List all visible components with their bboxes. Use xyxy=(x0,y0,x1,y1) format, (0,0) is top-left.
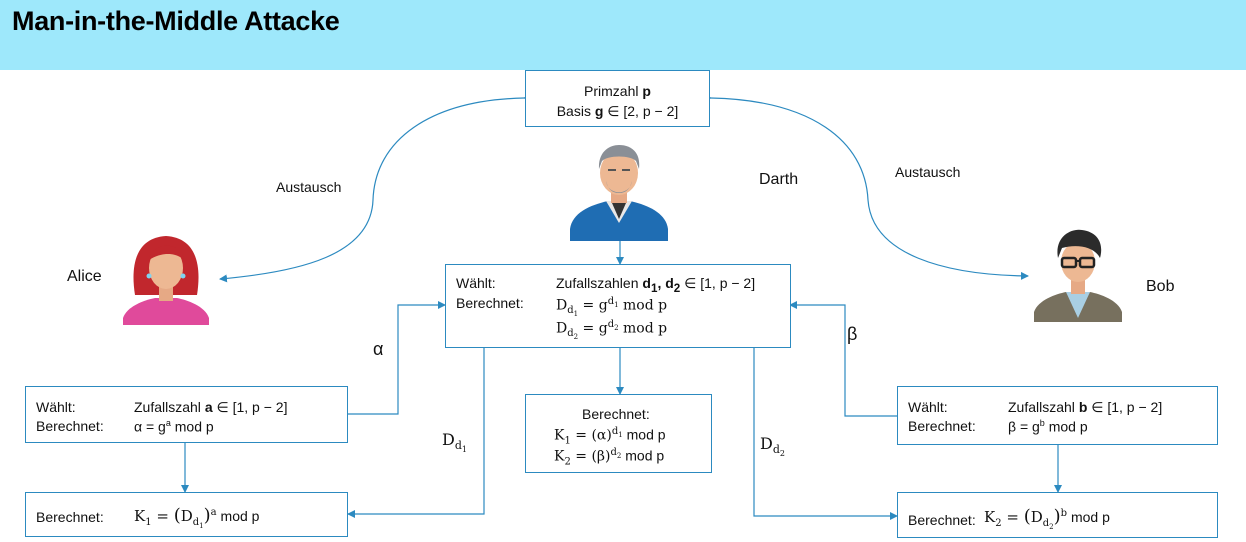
alice-choose-value: Zufallszahl a ∈ [1, p − 2] xyxy=(134,399,288,415)
parameter-box: Primzahl p Basis g ∈ [2, p − 2] xyxy=(525,70,710,127)
alice-key-box: Berechnet: K1 = (Dd1)a mod p xyxy=(25,492,348,537)
alice-avatar-icon xyxy=(123,236,209,325)
alice-compute-value: α = ga mod p xyxy=(134,418,214,435)
darth-k1: K1 = (α)d1 mod p xyxy=(554,426,666,447)
alice-compute-label: Berechnet: xyxy=(36,418,104,434)
bob-compute-box: Wählt: Berechnet: Zufallszahl b ∈ [1, p … xyxy=(897,386,1218,445)
darth-keys-heading: Berechnet: xyxy=(582,406,650,422)
darth-compute-box: Wählt: Berechnet: Zufallszahlen d1, d2 ∈… xyxy=(445,264,791,348)
dd1-label: Dd1 xyxy=(442,430,467,455)
alice-label: Alice xyxy=(67,268,102,285)
bob-key-box: Berechnet: K2 = (Dd2)b mod p xyxy=(897,492,1218,538)
alpha-label: α xyxy=(373,339,384,359)
alice-key-equation: K1 = (Dd1)a mod p xyxy=(134,505,260,530)
bob-choose-value: Zufallszahl b ∈ [1, p − 2] xyxy=(1008,399,1163,415)
dd2-label: Dd2 xyxy=(760,434,785,459)
darth-eq2: Dd2 = gd2 mod p xyxy=(556,319,668,342)
bob-key-equation: K2 = (Dd2)b mod p xyxy=(984,506,1110,531)
alice-choose-label: Wählt: xyxy=(36,399,76,415)
alice-compute-box: Wählt: Berechnet: Zufallszahl a ∈ [1, p … xyxy=(25,386,348,443)
bob-label: Bob xyxy=(1146,278,1175,295)
darth-keys-box: Berechnet: K1 = (α)d1 mod p K2 = (β)d2 m… xyxy=(525,394,712,473)
bob-choose-label: Wählt: xyxy=(908,399,948,415)
title-banner xyxy=(0,0,1246,70)
darth-choose-value: Zufallszahlen d1, d2 ∈ [1, p − 2] xyxy=(556,275,756,295)
bob-key-label: Berechnet: xyxy=(908,512,976,528)
darth-label: Darth xyxy=(759,171,799,188)
exchange-label-left: Austausch xyxy=(276,179,342,195)
page-title: Man-in-the-Middle Attacke xyxy=(12,6,340,36)
bob-compute-label: Berechnet: xyxy=(908,418,976,434)
darth-avatar-icon xyxy=(570,145,668,241)
dd2-arrow xyxy=(753,347,898,520)
beta-label: β xyxy=(847,324,858,344)
exchange-arrow-left xyxy=(219,93,532,283)
alpha-arrow xyxy=(348,301,446,415)
dd1-arrow xyxy=(347,347,485,518)
exchange-label-right: Austausch xyxy=(895,164,961,180)
alice-key-label: Berechnet: xyxy=(36,509,104,525)
darth-choose-label: Wählt: xyxy=(456,275,496,291)
beta-arrow xyxy=(789,301,897,417)
darth-compute-label: Berechnet: xyxy=(456,295,524,311)
bob-avatar-icon xyxy=(1034,229,1122,322)
exchange-arrow-right xyxy=(703,93,1029,280)
bob-compute-value: β = gb mod p xyxy=(1008,418,1088,435)
darth-k2: K2 = (β)d2 mod p xyxy=(554,447,665,468)
darth-eq1: Dd1 = gd1 mod p xyxy=(556,296,668,319)
